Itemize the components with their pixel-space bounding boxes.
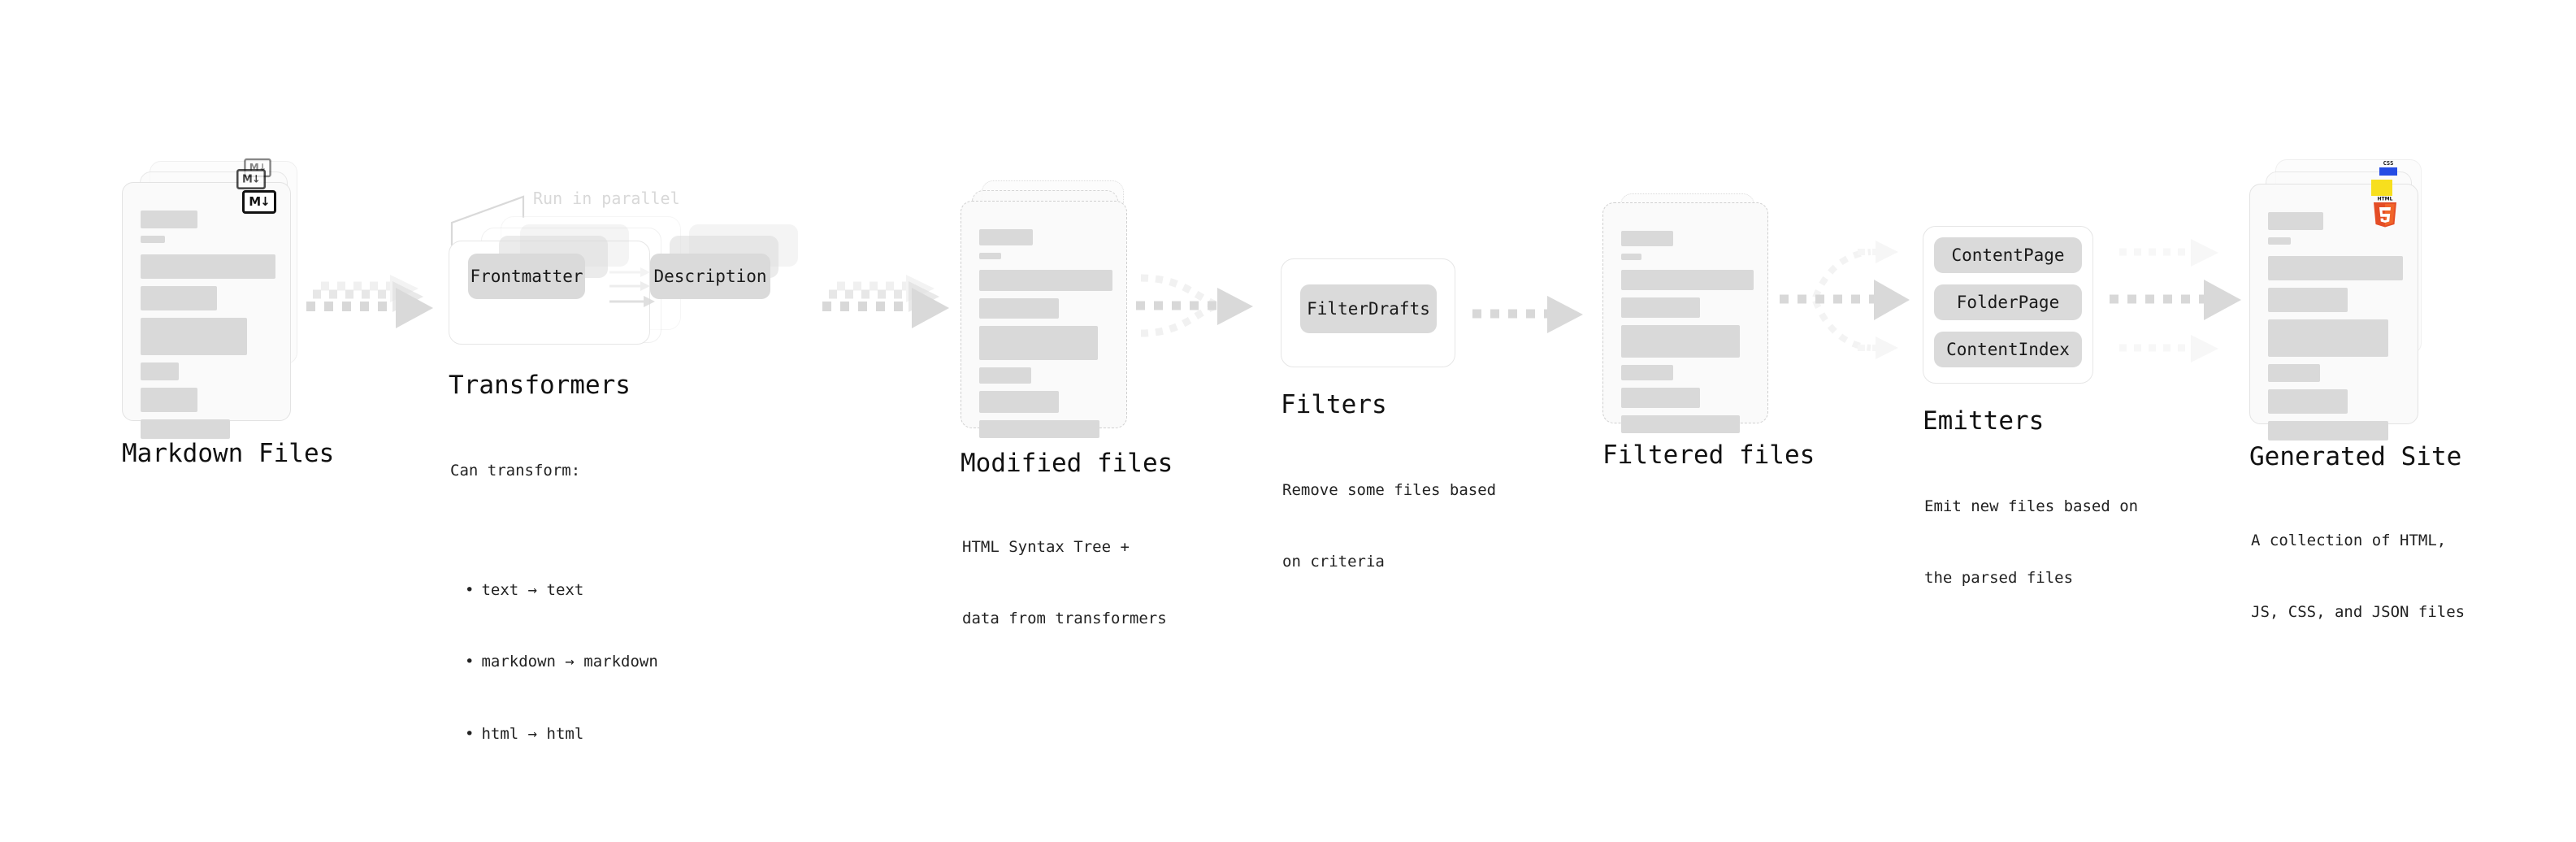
stage-title-markdown-files: Markdown Files bbox=[122, 439, 335, 468]
generated-site-placeholder-lines bbox=[2268, 212, 2403, 448]
arrow-filters-to-filtered-files bbox=[1472, 296, 1583, 333]
markdown-file-card-front bbox=[122, 182, 291, 439]
filtered-file-stack bbox=[1602, 193, 1781, 433]
filters-subtitle-line-0: Remove some files based bbox=[1282, 480, 1497, 499]
transformers-subtitle: Can transform: text → text markdown → ma… bbox=[450, 411, 658, 842]
svg-text:HTML: HTML bbox=[2378, 197, 2393, 202]
arrow-modified-files-to-filters bbox=[1136, 274, 1253, 337]
markdown-file-placeholder-lines bbox=[141, 210, 275, 446]
stage-markdown-files: M↓ M↓ M↓ Markdown Files bbox=[122, 158, 334, 468]
stage-title-modified-files: Modified files bbox=[961, 449, 1173, 478]
arrow-markdown-to-transformers bbox=[306, 275, 433, 328]
stage-generated-site: CSS HTML Generated Site A collection of … bbox=[2249, 159, 2465, 621]
stage-title-filters: Filters bbox=[1281, 390, 1387, 419]
stage-title-emitters: Emitters bbox=[1923, 406, 2045, 436]
stage-filtered-files: Filtered files bbox=[1602, 193, 1815, 470]
css3-icon-label: CSS bbox=[2383, 160, 2394, 167]
generated-site-subtitle-line-0: A collection of HTML, bbox=[2251, 531, 2447, 549]
javascript-icon bbox=[2371, 180, 2392, 196]
stage-modified-files: Modified files HTML Syntax Tree + data f… bbox=[961, 180, 1173, 627]
filters-subtitle-line-1: on criteria bbox=[1282, 553, 1385, 571]
run-in-parallel-bracket bbox=[450, 195, 525, 245]
modified-file-placeholder-lines bbox=[979, 229, 1112, 445]
arrow-transformers-to-modified-files bbox=[822, 275, 949, 328]
emitter-pill-contentindex[interactable]: ContentIndex bbox=[1934, 332, 2082, 367]
modified-file-stack bbox=[961, 180, 1139, 438]
transformers-bullet-1: markdown → markdown bbox=[465, 650, 657, 674]
generated-site-file-stack: CSS HTML bbox=[2249, 159, 2436, 441]
transformer-internal-arrows bbox=[609, 267, 655, 307]
transformers-subtitle-heading: Can transform: bbox=[450, 461, 581, 480]
filters-subtitle: Remove some files based on criteria bbox=[1282, 431, 1496, 623]
modified-files-subtitle: HTML Syntax Tree + data from transformer… bbox=[962, 488, 1167, 679]
stage-title-generated-site: Generated Site bbox=[2249, 442, 2462, 471]
run-in-parallel-label: Run in parallel bbox=[533, 189, 680, 208]
css3-icon: CSS bbox=[2379, 160, 2397, 176]
emitter-pill-folderpage[interactable]: FolderPage bbox=[1934, 284, 2082, 320]
transformer-pill-description[interactable]: Description bbox=[650, 254, 770, 299]
stage-title-filtered-files: Filtered files bbox=[1602, 441, 1815, 470]
html5-icon: HTML bbox=[2371, 195, 2399, 228]
filter-pill-filterdrafts[interactable]: FilterDrafts bbox=[1300, 284, 1437, 333]
modified-files-subtitle-line-0: HTML Syntax Tree + bbox=[962, 537, 1130, 556]
emitters-subtitle-line-0: Emit new files based on bbox=[1924, 497, 2139, 515]
emitters-subtitle-line-1: the parsed files bbox=[1924, 569, 2074, 588]
filtered-file-placeholder-lines bbox=[1621, 231, 1754, 441]
transformers-bullet-0: text → text bbox=[465, 579, 658, 602]
generated-site-subtitle-line-1: JS, CSS, and JSON files bbox=[2251, 603, 2465, 622]
arrow-emitters-to-generated-site bbox=[2110, 239, 2241, 362]
modified-files-subtitle-line-1: data from transformers bbox=[962, 610, 1167, 628]
transformers-bullet-list: text → text markdown → markdown html → h… bbox=[450, 531, 658, 794]
emitter-pill-contentpage[interactable]: ContentPage bbox=[1934, 237, 2082, 273]
emitters-subtitle: Emit new files based on the parsed files bbox=[1924, 447, 2138, 639]
filtered-file-card-front bbox=[1602, 202, 1768, 433]
transformers-bullet-2: html → html bbox=[465, 723, 658, 746]
stage-title-transformers: Transformers bbox=[449, 371, 631, 400]
arrow-filtered-files-to-emitters bbox=[1780, 241, 1910, 359]
markdown-file-stack: M↓ M↓ M↓ bbox=[122, 158, 301, 439]
markdown-icon: M↓ bbox=[242, 190, 276, 214]
modified-file-card-front bbox=[961, 201, 1127, 438]
generated-site-subtitle: A collection of HTML, JS, CSS, and JSON … bbox=[2251, 481, 2465, 673]
markdown-icon-back-1: M↓ bbox=[236, 169, 267, 189]
transformer-pill-frontmatter[interactable]: Frontmatter bbox=[468, 254, 585, 299]
